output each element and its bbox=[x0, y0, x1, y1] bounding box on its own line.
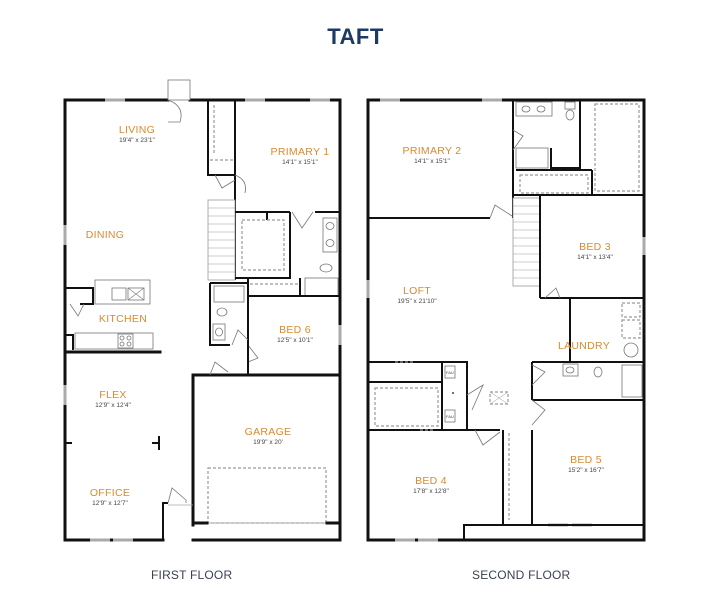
room-bed4-dims: 17'8" x 12'8" bbox=[413, 488, 449, 495]
room-garage-dims: 19'9" x 20' bbox=[253, 439, 283, 446]
first-floor-plan bbox=[63, 79, 342, 542]
room-office-label: OFFICE bbox=[90, 487, 130, 499]
room-loft-dims: 19'5" x 21'10" bbox=[397, 298, 437, 305]
room-living-dims: 19'4" x 23'1" bbox=[119, 137, 155, 144]
room-laundry-label: LAUNDRY bbox=[558, 340, 610, 352]
first-floor-label: FIRST FLOOR bbox=[151, 568, 233, 582]
room-flex-dims: 12'9" x 12'4" bbox=[95, 402, 131, 409]
room-loft-label: LOFT bbox=[403, 285, 431, 297]
svg-text:FAU: FAU bbox=[446, 370, 454, 375]
room-kitchen-label: KITCHEN bbox=[99, 313, 147, 325]
svg-text:FAU: FAU bbox=[446, 414, 454, 419]
room-bed3-label: BED 3 bbox=[579, 241, 611, 253]
room-primary1-label: PRIMARY 1 bbox=[271, 146, 330, 158]
room-bed3-dims: 14'1" x 13'4" bbox=[577, 254, 613, 261]
room-primary2-dims: 14'1" x 15'1" bbox=[414, 158, 450, 165]
room-labels: LIVING 19'4" x 23'1" PRIMARY 1 14'1" x 1… bbox=[86, 124, 614, 507]
room-living-label: LIVING bbox=[119, 124, 155, 136]
plan-title: TAFT bbox=[327, 24, 384, 49]
room-office-dims: 12'9" x 12'7" bbox=[92, 500, 128, 507]
second-floor-label: SECOND FLOOR bbox=[472, 568, 571, 582]
room-primary1-dims: 14'1" x 15'1" bbox=[282, 159, 318, 166]
room-bed6-dims: 12'5" x 10'1" bbox=[277, 337, 313, 344]
room-bed5-dims: 15'2" x 16'7" bbox=[568, 467, 604, 474]
room-flex-label: FLEX bbox=[99, 389, 126, 401]
room-dining-label: DINING bbox=[86, 229, 125, 241]
room-bed5-label: BED 5 bbox=[570, 454, 602, 466]
room-garage-label: GARAGE bbox=[245, 426, 292, 438]
room-bed4-label: BED 4 bbox=[415, 475, 447, 487]
room-primary2-label: PRIMARY 2 bbox=[403, 145, 462, 157]
second-floor-plan: FAU FAU bbox=[366, 98, 646, 542]
room-bed6-label: BED 6 bbox=[279, 324, 311, 336]
